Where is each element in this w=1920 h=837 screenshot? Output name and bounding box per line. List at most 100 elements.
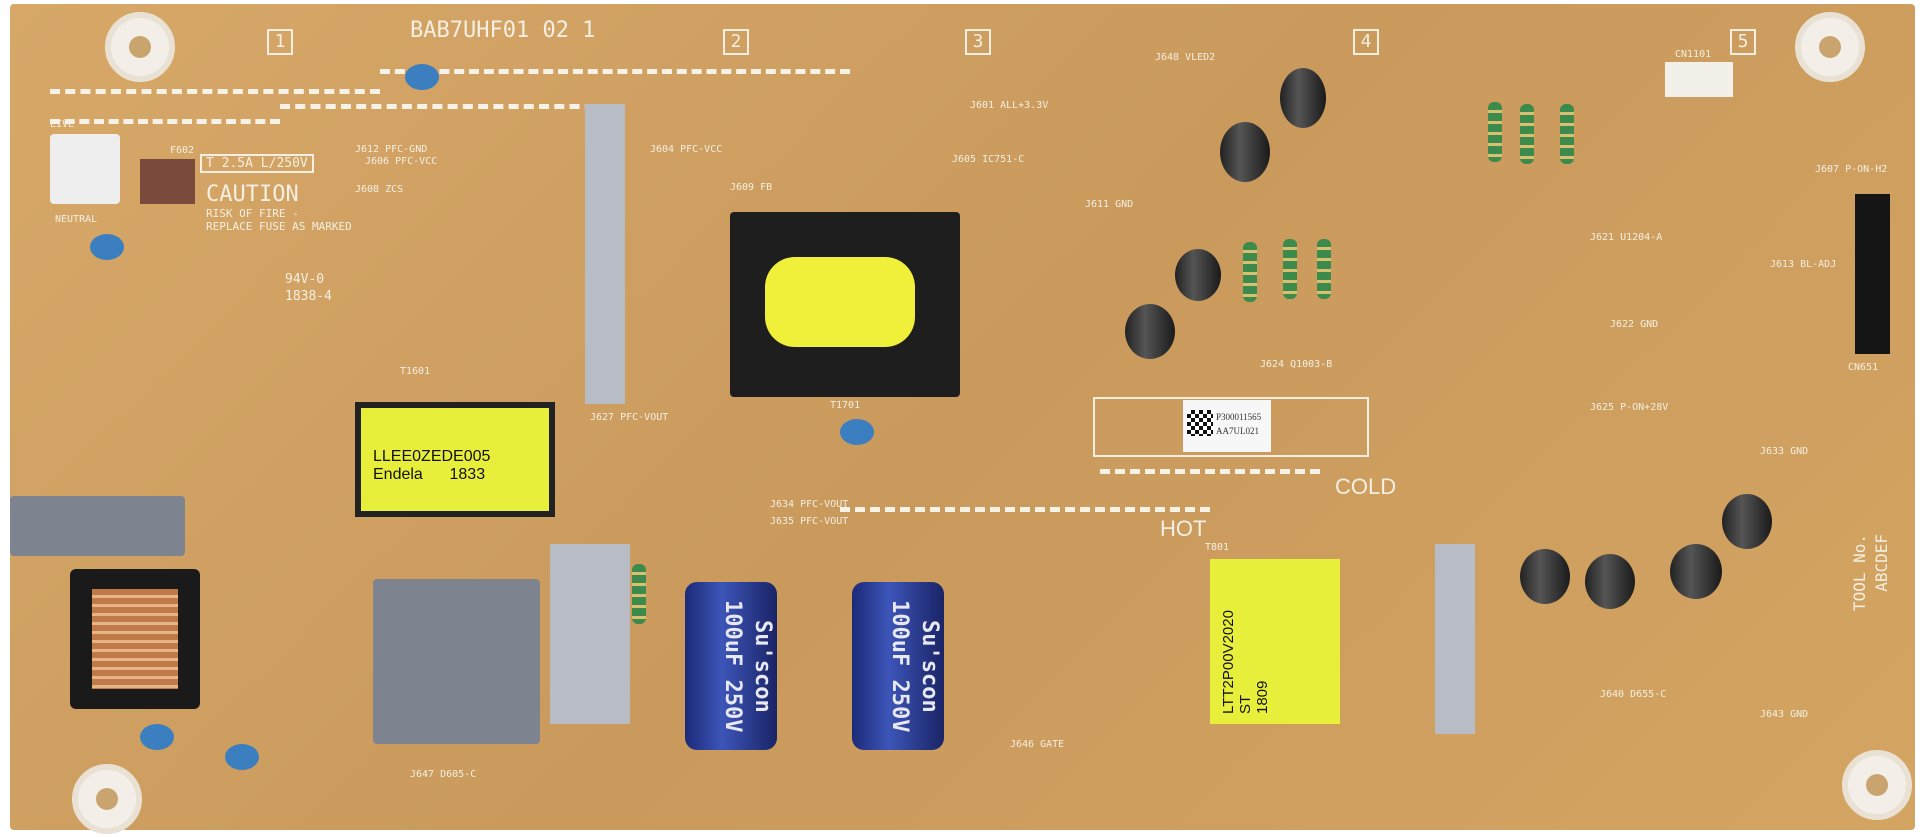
resistor — [1488, 102, 1502, 162]
caution-line1: RISK OF FIRE - — [206, 207, 299, 220]
jumper-label: J643 GND — [1760, 709, 1809, 720]
zone-number: 2 — [723, 29, 749, 55]
resistor — [1317, 239, 1331, 299]
jumper-label: J608 ZCS — [355, 184, 404, 195]
hot-label: HOT — [1160, 516, 1207, 541]
isolation-line — [1100, 469, 1320, 474]
pcb-board: BAB7UHF01 02 1 1 2 3 4 5 LIVE NEUTRAL F6… — [10, 4, 1915, 834]
electrolytic-capacitor — [1280, 68, 1326, 128]
jumper-label: J648 VLED2 — [1155, 52, 1216, 63]
transformer-mark: ST — [1237, 694, 1254, 714]
live-label: LIVE — [50, 119, 75, 130]
jumper-label: J646 GATE — [1010, 739, 1065, 750]
jumper-label: J605 IC751-C — [952, 154, 1025, 165]
pfc-inductor: LLEE0ZEDE005 Endela 1833 — [355, 402, 555, 517]
fuse-ref: F602 — [170, 145, 195, 156]
x-capacitor — [10, 496, 185, 556]
mounting-hole — [1842, 750, 1912, 820]
isolation-line — [50, 89, 380, 94]
main-transformer — [730, 212, 960, 397]
power-connector — [50, 134, 120, 204]
ul-mark-date: 1838-4 — [285, 289, 332, 304]
board-id: BAB7UHF01 02 1 — [410, 18, 596, 43]
heatsink — [550, 544, 630, 724]
caution-title: CAUTION — [206, 182, 299, 207]
y-capacitor — [225, 744, 259, 770]
electrolytic-capacitor — [1585, 554, 1635, 609]
standby-transformer-ref: T801 — [1205, 542, 1230, 553]
zone-number: 1 — [267, 29, 293, 55]
isolation-line — [840, 507, 1210, 512]
serial-sticker: P300011565 AA7UL021 — [1183, 400, 1271, 452]
jumper-label: J611 GND — [1085, 199, 1134, 210]
jumper-label: J624 Q1003-B — [1260, 359, 1333, 370]
neutral-label: NEUTRAL — [55, 214, 98, 225]
jumper-label: J621 U1204-A — [1590, 232, 1663, 243]
electrolytic-capacitor — [1125, 304, 1175, 359]
zone-number: 4 — [1353, 29, 1379, 55]
y-capacitor — [840, 419, 874, 445]
mounting-hole — [105, 12, 175, 82]
caution-line2: REPLACE FUSE AS MARKED — [206, 220, 352, 233]
qr-code — [1187, 410, 1213, 436]
jumper-label: J606 PFC-VCC — [365, 156, 438, 167]
electrolytic-capacitor — [1722, 494, 1772, 549]
jumper-label: J647 D605-C — [410, 769, 477, 780]
resistor — [1283, 239, 1297, 299]
standby-transformer: LTT2P00V2020 ST 1809 — [1210, 559, 1340, 724]
isolation-line — [50, 119, 280, 124]
model-code: AA7UL021 — [1216, 426, 1259, 436]
jumper-label: J613 BL-ADJ — [1770, 259, 1837, 270]
connector-label: CN651 — [1848, 362, 1879, 373]
bulk-capacitor: Su'scon 100uF 250V — [852, 582, 944, 750]
inductor-date: 1833 — [449, 466, 486, 483]
fuse — [140, 159, 195, 204]
zone-number: 5 — [1730, 29, 1756, 55]
y-capacitor — [140, 724, 174, 750]
jumper-label: J627 PFC-VOUT — [590, 412, 669, 423]
cold-label: COLD — [1335, 474, 1397, 499]
tool-number-title: TOOL No. — [1850, 534, 1869, 612]
jumper-label: J625 P-ON+28V — [1590, 402, 1669, 413]
connector-cn651 — [1855, 194, 1890, 354]
transformer-date: 1809 — [1254, 680, 1271, 714]
jumper-label: J634 PFC-VOUT — [770, 499, 849, 510]
fuse-rating: T 2.5A L/250V — [200, 154, 314, 173]
inductor-part-number: LLEE0ZEDE005 — [373, 448, 491, 465]
electrolytic-capacitor — [1220, 122, 1270, 182]
common-mode-choke — [70, 569, 200, 709]
isolation-line — [280, 104, 610, 109]
bulk-capacitor: Su'scon 100uF 250V — [685, 582, 777, 750]
mounting-hole — [72, 764, 142, 834]
y-capacitor — [405, 64, 439, 90]
connector-cn1101 — [1665, 62, 1733, 97]
inductor-ref: T1601 — [400, 366, 431, 377]
jumper-label: J609 FB — [730, 182, 773, 193]
jumper-label: J612 PFC-GND — [355, 144, 428, 155]
isolation-line — [380, 69, 850, 74]
jumper-label: J604 PFC-VCC — [650, 144, 723, 155]
inductor-maker: Endela — [373, 466, 423, 483]
jumper-label: J622 GND — [1610, 319, 1659, 330]
jumper-label: J635 PFC-VOUT — [770, 516, 849, 527]
x-capacitor — [373, 579, 463, 744]
x-capacitor — [450, 579, 540, 744]
resistor — [1520, 104, 1534, 164]
electrolytic-capacitor — [1175, 249, 1221, 301]
resistor — [1243, 242, 1257, 302]
electrolytic-capacitor — [1520, 549, 1570, 604]
jumper-label: J601 ALL+3.3V — [970, 100, 1049, 111]
heatsink — [585, 104, 625, 404]
jumper-label: J640 D655-C — [1600, 689, 1667, 700]
transformer-part-number: LTT2P00V2020 — [1220, 610, 1237, 714]
serial-code: P300011565 — [1216, 412, 1262, 422]
heatsink — [1435, 544, 1475, 734]
jumper-label: J633 GND — [1760, 446, 1809, 457]
ul-mark-rating: 94V-0 — [285, 272, 325, 287]
label-area: P300011565 AA7UL021 — [1093, 397, 1369, 457]
connector-label: CN1101 — [1675, 49, 1712, 60]
y-capacitor — [90, 234, 124, 260]
mounting-hole — [1795, 12, 1865, 82]
connector-label: J607 P-ON-H2 — [1815, 164, 1888, 175]
resistor — [1560, 104, 1574, 164]
